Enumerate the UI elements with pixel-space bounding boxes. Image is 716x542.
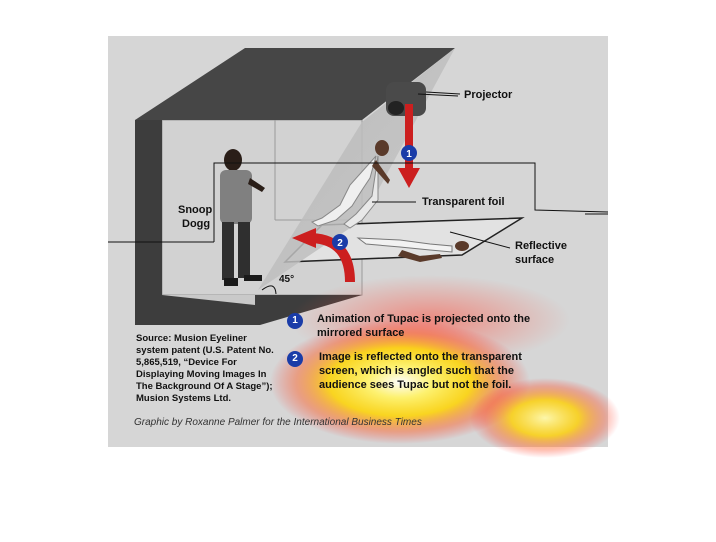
diagram-marker-2-label: 2 bbox=[337, 238, 343, 249]
step-2-line-1: Image is reflected onto the transparent bbox=[319, 350, 522, 364]
source-line-6: Musion Systems Ltd. bbox=[136, 393, 231, 405]
step-1-line-1: Animation of Tupac is projected onto the bbox=[317, 312, 530, 326]
graphic-credit: Graphic by Roxanne Palmer for the Intern… bbox=[134, 417, 422, 428]
snoop-label-2: Dogg bbox=[182, 218, 210, 231]
reflective-surface-label-1: Reflective bbox=[515, 240, 567, 253]
diagram-marker-1-label: 1 bbox=[406, 149, 412, 160]
source-line-1: Source: Musion Eyeliner bbox=[136, 333, 247, 345]
step-2-line-3: audience sees Tupac but not the foil. bbox=[319, 378, 511, 392]
step-2-line-2: screen, which is angled such that the bbox=[319, 364, 514, 378]
source-line-3: 5,865,519, “Device For bbox=[136, 357, 237, 369]
projector-label: Projector bbox=[464, 89, 512, 102]
transparent-foil-label: Transparent foil bbox=[422, 196, 505, 209]
source-line-2: system patent (U.S. Patent No. bbox=[136, 345, 274, 357]
angle-label: 45° bbox=[279, 273, 294, 286]
reflective-surface-label-2: surface bbox=[515, 254, 554, 267]
left-pillar bbox=[135, 120, 162, 325]
step-1-badge: 1 bbox=[287, 313, 303, 329]
source-line-5: The Background Of A Stage”); bbox=[136, 381, 273, 393]
snoop-label-1: Snoop bbox=[178, 204, 212, 217]
step-1-line-2: mirrored surface bbox=[317, 326, 404, 340]
source-line-4: Displaying Moving Images In bbox=[136, 369, 266, 381]
step-2-badge: 2 bbox=[287, 351, 303, 367]
